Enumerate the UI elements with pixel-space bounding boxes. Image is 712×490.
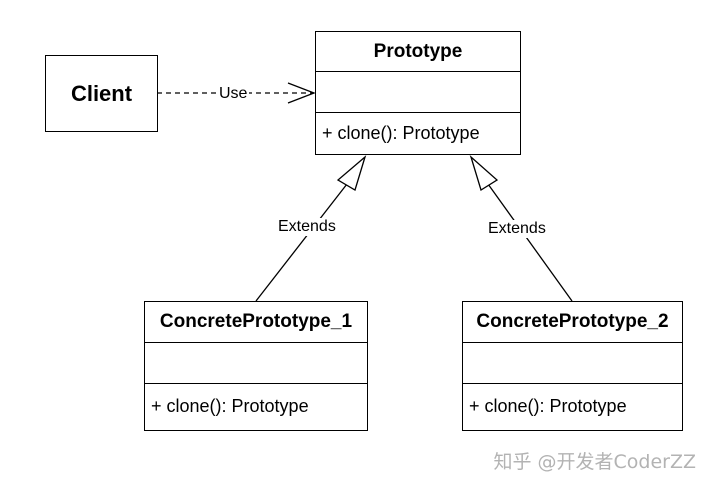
concrete-prototype-2-method: + clone(): Prototype — [463, 383, 682, 429]
prototype-class-name: Prototype — [373, 40, 463, 62]
use-label: Use — [217, 85, 250, 103]
concrete-prototype-2-box[interactable]: ConcretePrototype_2 + clone(): Prototype — [462, 301, 683, 431]
concrete-prototype-1-box[interactable]: ConcretePrototype_1 + clone(): Prototype — [144, 301, 368, 431]
client-label: Client — [70, 80, 133, 106]
extends-left-triangle — [336, 155, 367, 191]
concrete-prototype-2-name: ConcretePrototype_2 — [476, 311, 669, 332]
concrete-prototype-1-name: ConcretePrototype_1 — [159, 311, 353, 332]
watermark: 知乎 @开发者CoderZZ — [493, 451, 696, 473]
concrete-prototype-1-attributes — [145, 342, 367, 383]
prototype-attributes-compartment — [316, 71, 520, 112]
extends-right-line — [487, 183, 573, 302]
prototype-class-box[interactable]: Prototype + clone(): Prototype — [315, 31, 521, 155]
extends-right-label: Extends — [486, 220, 548, 238]
use-open-arrowhead — [287, 82, 316, 104]
concrete-prototype-2-attributes — [463, 342, 682, 383]
prototype-method: + clone(): Prototype — [316, 112, 520, 153]
extends-left-label: Extends — [276, 218, 338, 236]
concrete-prototype-1-method: + clone(): Prototype — [145, 383, 367, 429]
extends-left-line — [255, 183, 348, 302]
client-box[interactable]: Client — [45, 55, 158, 132]
extends-right-triangle — [469, 154, 499, 192]
